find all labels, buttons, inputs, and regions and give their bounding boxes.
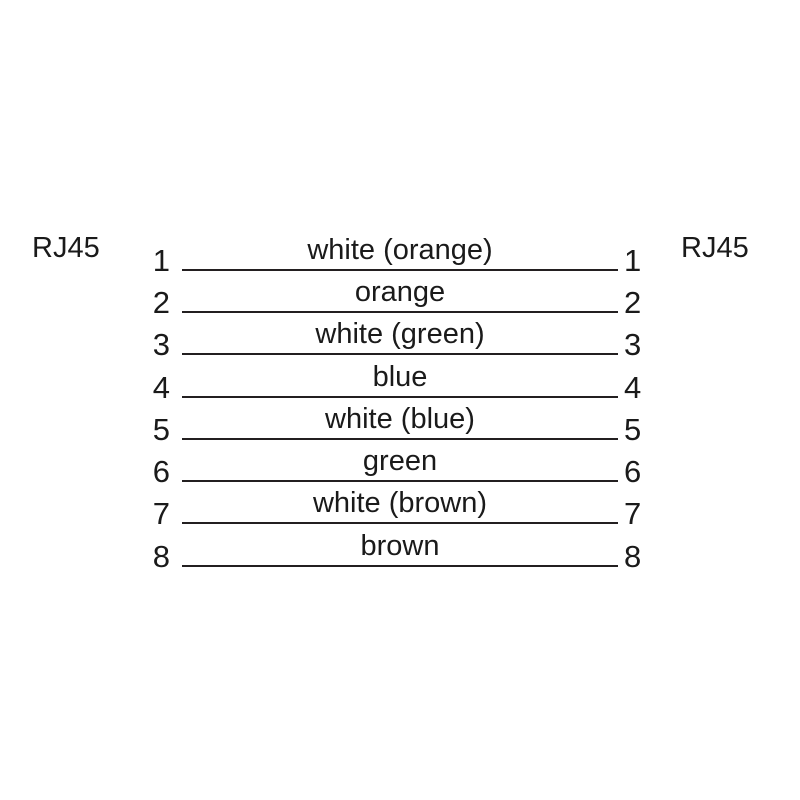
wire-line bbox=[182, 353, 618, 355]
right-pin-number: 7 bbox=[624, 496, 642, 531]
wire-line bbox=[182, 480, 618, 482]
wire-color-label: green bbox=[362, 445, 438, 477]
right-pin-number: 1 bbox=[624, 243, 642, 278]
wire-line bbox=[182, 565, 618, 567]
wire-line bbox=[182, 396, 618, 398]
left-pin-number: 7 bbox=[152, 496, 170, 531]
right-pin-number: 2 bbox=[624, 285, 642, 320]
left-pin-number: 1 bbox=[152, 243, 170, 278]
left-pin-number: 2 bbox=[152, 285, 170, 320]
wire-line bbox=[182, 522, 618, 524]
left-pin-number: 3 bbox=[152, 327, 170, 362]
wire-color-label: white (orange) bbox=[307, 234, 493, 266]
wire-color-label: orange bbox=[354, 276, 446, 308]
left-connector-label: RJ45 bbox=[32, 232, 100, 264]
right-pin-number: 3 bbox=[624, 327, 642, 362]
wire-color-label: brown bbox=[360, 530, 440, 562]
right-pin-number: 4 bbox=[624, 370, 642, 405]
left-pin-number: 4 bbox=[152, 370, 170, 405]
wire-line bbox=[182, 311, 618, 313]
right-pin-number: 8 bbox=[624, 539, 642, 574]
right-connector-label: RJ45 bbox=[681, 232, 749, 264]
wire-color-label: blue bbox=[372, 361, 428, 393]
wire-line bbox=[182, 269, 618, 271]
left-pin-number: 5 bbox=[152, 412, 170, 447]
wire-color-label: white (green) bbox=[315, 318, 485, 350]
wire-line bbox=[182, 438, 618, 440]
right-pin-number: 6 bbox=[624, 454, 642, 489]
wire-color-label: white (blue) bbox=[325, 403, 475, 435]
wire-color-label: white (brown) bbox=[312, 487, 488, 519]
right-pin-number: 5 bbox=[624, 412, 642, 447]
left-pin-number: 6 bbox=[152, 454, 170, 489]
left-pin-number: 8 bbox=[152, 539, 170, 574]
